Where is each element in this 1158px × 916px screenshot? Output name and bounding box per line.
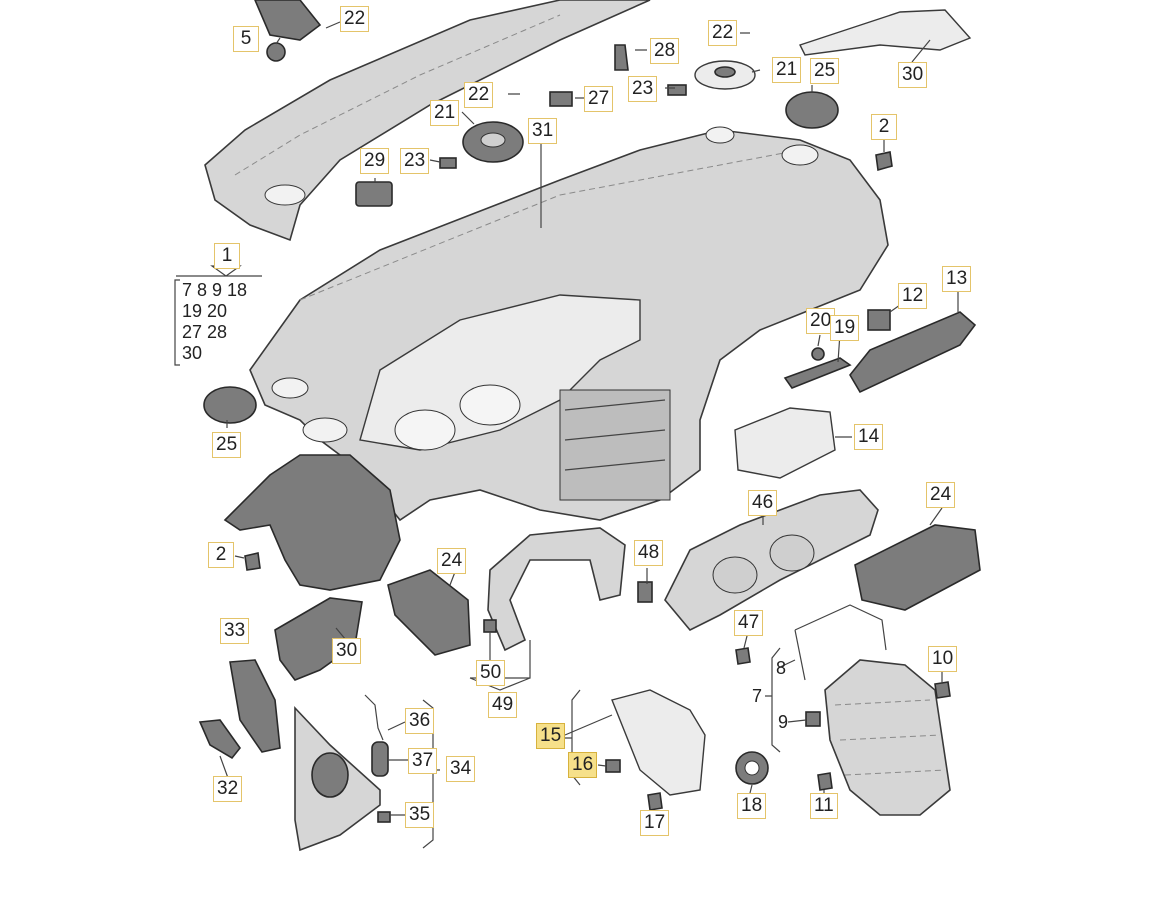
callout-30[interactable]: 30 bbox=[332, 638, 362, 664]
callout-23[interactable]: 23 bbox=[628, 76, 658, 102]
tweeter-top bbox=[254, 0, 322, 41]
callout-35[interactable]: 35 bbox=[405, 802, 435, 828]
callout-24[interactable]: 24 bbox=[926, 482, 956, 508]
callout-22[interactable]: 22 bbox=[340, 6, 370, 32]
bracket-8 bbox=[794, 604, 887, 681]
steering-support-bracket bbox=[223, 454, 401, 591]
callout-27[interactable]: 27 bbox=[584, 86, 614, 112]
callout-25[interactable]: 25 bbox=[212, 432, 242, 458]
part-5-clip bbox=[266, 42, 286, 62]
callout-46[interactable]: 46 bbox=[748, 490, 778, 516]
trim-32 bbox=[198, 719, 242, 760]
callout-47[interactable]: 47 bbox=[734, 610, 764, 636]
bracket-15 bbox=[611, 689, 706, 796]
airbag-14 bbox=[734, 407, 836, 479]
clip-35 bbox=[377, 811, 391, 823]
vent-24-right bbox=[854, 524, 981, 611]
side-vent-strip bbox=[799, 9, 972, 56]
callout-15-highlighted[interactable]: 15 bbox=[536, 723, 566, 749]
group-1-row-3: 27 28 bbox=[182, 322, 228, 342]
callout-18[interactable]: 18 bbox=[737, 793, 767, 819]
trim-strip-19 bbox=[783, 357, 852, 389]
callout-28[interactable]: 28 bbox=[650, 38, 680, 64]
callout-13[interactable]: 13 bbox=[942, 266, 972, 292]
screw-2-left bbox=[244, 552, 261, 571]
screw-2-right bbox=[875, 151, 893, 172]
callout-11[interactable]: 11 bbox=[810, 793, 838, 819]
clip-37 bbox=[371, 741, 389, 777]
speaker-hole-left bbox=[264, 184, 306, 206]
dash-top-cover bbox=[204, 0, 651, 242]
switch-29 bbox=[355, 181, 393, 207]
callout-30[interactable]: 30 bbox=[898, 62, 928, 88]
group-1-row-4: 30 bbox=[182, 343, 203, 363]
callout-17[interactable]: 17 bbox=[640, 810, 670, 836]
switch-panel-33 bbox=[229, 659, 281, 753]
screw-47 bbox=[735, 647, 751, 665]
center-frame-7 bbox=[824, 659, 951, 816]
clip-20 bbox=[811, 347, 825, 361]
callout-16-highlighted[interactable]: 16 bbox=[568, 752, 598, 778]
callout-22[interactable]: 22 bbox=[708, 20, 738, 46]
callout-23[interactable]: 23 bbox=[400, 148, 430, 174]
label-9: 9 bbox=[778, 712, 789, 732]
callout-19[interactable]: 19 bbox=[830, 315, 860, 341]
callout-49[interactable]: 49 bbox=[488, 692, 518, 718]
callout-24[interactable]: 24 bbox=[437, 548, 467, 574]
screw-17 bbox=[647, 792, 663, 811]
center-stack-opening bbox=[559, 389, 671, 501]
clip-50 bbox=[483, 619, 497, 633]
vent-24-middle bbox=[387, 569, 471, 656]
gauge-right bbox=[459, 384, 521, 426]
vent-25-top bbox=[785, 91, 839, 129]
label-7: 7 bbox=[752, 686, 763, 706]
callout-36[interactable]: 36 bbox=[405, 708, 435, 734]
callout-12[interactable]: 12 bbox=[898, 283, 928, 309]
clip-23-left bbox=[439, 157, 457, 169]
clip-27 bbox=[549, 91, 573, 107]
callout-1[interactable]: 1 bbox=[214, 243, 240, 269]
connector-12 bbox=[867, 309, 891, 331]
side-trim-13 bbox=[849, 311, 977, 394]
group-1-row-2: 19 20 bbox=[182, 301, 228, 321]
clip-23-right bbox=[667, 84, 687, 96]
callout-31[interactable]: 31 bbox=[528, 118, 558, 144]
callout-34[interactable]: 34 bbox=[446, 756, 476, 782]
callout-37[interactable]: 37 bbox=[408, 748, 438, 774]
screw-10 bbox=[934, 681, 951, 699]
clip-16 bbox=[605, 759, 621, 773]
callout-25[interactable]: 25 bbox=[810, 58, 840, 84]
vent-25-left bbox=[203, 386, 257, 424]
callout-33[interactable]: 33 bbox=[220, 618, 250, 644]
callout-29[interactable]: 29 bbox=[360, 148, 390, 174]
callout-22[interactable]: 22 bbox=[464, 82, 494, 108]
callout-21[interactable]: 21 bbox=[430, 100, 460, 126]
callout-2[interactable]: 2 bbox=[208, 542, 234, 568]
callout-10[interactable]: 10 bbox=[928, 646, 958, 672]
screw-11 bbox=[817, 772, 833, 791]
gauge-left bbox=[394, 409, 456, 451]
callout-21[interactable]: 21 bbox=[772, 57, 802, 83]
callout-48[interactable]: 48 bbox=[634, 540, 664, 566]
cluster-cover bbox=[487, 527, 626, 652]
callout-14[interactable]: 14 bbox=[854, 424, 884, 450]
callout-32[interactable]: 32 bbox=[213, 776, 243, 802]
group-1-row-1: 7 8 9 18 bbox=[182, 280, 248, 300]
bracket-28 bbox=[614, 44, 629, 71]
clip-48 bbox=[637, 581, 653, 603]
callout-2[interactable]: 2 bbox=[871, 114, 897, 140]
label-8: 8 bbox=[776, 658, 787, 678]
callout-5[interactable]: 5 bbox=[233, 26, 259, 52]
rod-36 bbox=[364, 694, 384, 741]
callout-50[interactable]: 50 bbox=[476, 660, 506, 686]
clip-9 bbox=[805, 711, 821, 727]
